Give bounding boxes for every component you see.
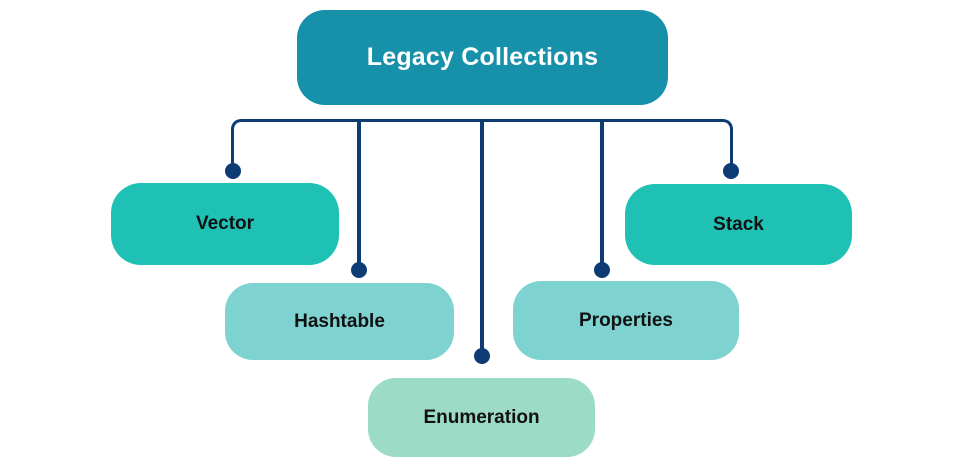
node-stack: Stack [625, 184, 852, 265]
node-vector: Vector [111, 183, 339, 265]
root-node-label: Legacy Collections [366, 43, 599, 71]
node-properties: Properties [513, 281, 739, 360]
connector-dot-enumeration [474, 348, 490, 364]
root-node-legacy-collections: Legacy Collections [297, 10, 668, 105]
connector-dot-hashtable [351, 262, 367, 278]
node-hashtable: Hashtable [225, 283, 454, 360]
node-hashtable-label: Hashtable [294, 310, 385, 332]
connector-dot-vector [225, 163, 241, 179]
connector-drop-hashtable [357, 119, 361, 270]
connector-dot-properties [594, 262, 610, 278]
connector-drop-properties [600, 119, 604, 270]
node-stack-label: Stack [713, 213, 764, 235]
node-vector-label: Vector [195, 213, 255, 234]
node-enumeration-label: Enumeration [423, 406, 540, 428]
node-properties-label: Properties [579, 309, 673, 331]
connector-drop-enumeration [480, 119, 484, 356]
node-enumeration: Enumeration [368, 378, 595, 457]
connector-dot-stack [723, 163, 739, 179]
